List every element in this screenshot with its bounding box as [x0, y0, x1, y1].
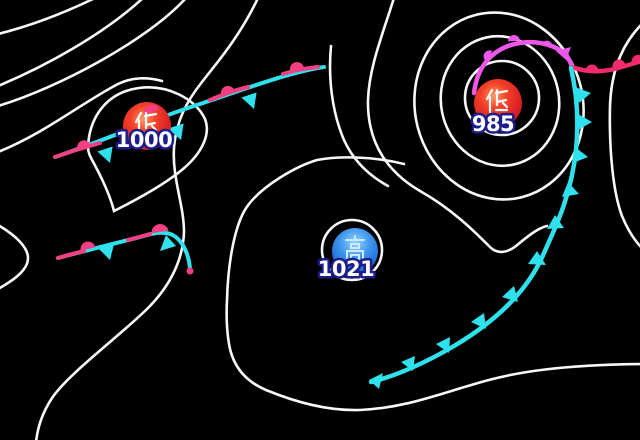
- stationary-front-west: [53, 61, 326, 163]
- occluded-front-semicircles: [483, 34, 553, 61]
- stationary-front-triangles: [97, 92, 257, 163]
- pressure-value: 1021: [318, 257, 374, 281]
- low-symbol-glyph: [134, 111, 158, 137]
- stationary-front-cold-line: [56, 230, 192, 273]
- warm-front-semicircles: [585, 54, 640, 72]
- warm-front: [569, 54, 640, 74]
- isobar: [0, 0, 186, 107]
- isobar-ring: [463, 59, 541, 137]
- isobar: [225, 156, 640, 412]
- stationary-front-semicircle-on-disc: [144, 104, 160, 115]
- isobar: [0, 0, 143, 87]
- cold-front: [368, 65, 592, 389]
- stationary-front-warm-line: [56, 232, 152, 260]
- pressure-value: 985: [472, 112, 514, 136]
- isobar: [366, 0, 549, 254]
- isobar: [34, 0, 259, 440]
- stationary-front-warm-line: [53, 65, 320, 159]
- high-symbol-glyph: [345, 235, 365, 264]
- isobar-ring: [413, 11, 585, 201]
- warm-front-line: [569, 59, 640, 74]
- high-symbol-strokes: [345, 235, 365, 264]
- isobar: [0, 77, 164, 153]
- isobar-ring-high: [320, 218, 384, 282]
- low-symbol-glyph: [485, 88, 509, 114]
- low-symbol-strokes: [134, 111, 158, 137]
- cold-front-line: [368, 65, 580, 385]
- stationary-front-triangles: [98, 235, 176, 260]
- occluded-front-line: [471, 39, 575, 96]
- stationary-front-end-dot: [186, 267, 194, 275]
- occluded-front: [471, 34, 575, 96]
- pressure-center-low-1000: 低 1000: [113, 102, 175, 155]
- isobar-closed-low: [86, 86, 209, 213]
- isobar: [0, 0, 94, 35]
- pressure-center-low-985: 低 985: [469, 79, 522, 139]
- stationary-front-semicircles: [80, 223, 169, 251]
- pressure-value: 1000: [116, 128, 172, 152]
- occluded-front-triangle: [556, 47, 571, 60]
- stationary-front-southwest: [56, 223, 194, 275]
- low-symbol-strokes: [485, 88, 509, 114]
- pressure-center-high-1021: 高 1021: [315, 228, 378, 284]
- isobar-ring: [439, 34, 561, 168]
- isobar: [328, 44, 390, 188]
- isobar: [0, 224, 30, 290]
